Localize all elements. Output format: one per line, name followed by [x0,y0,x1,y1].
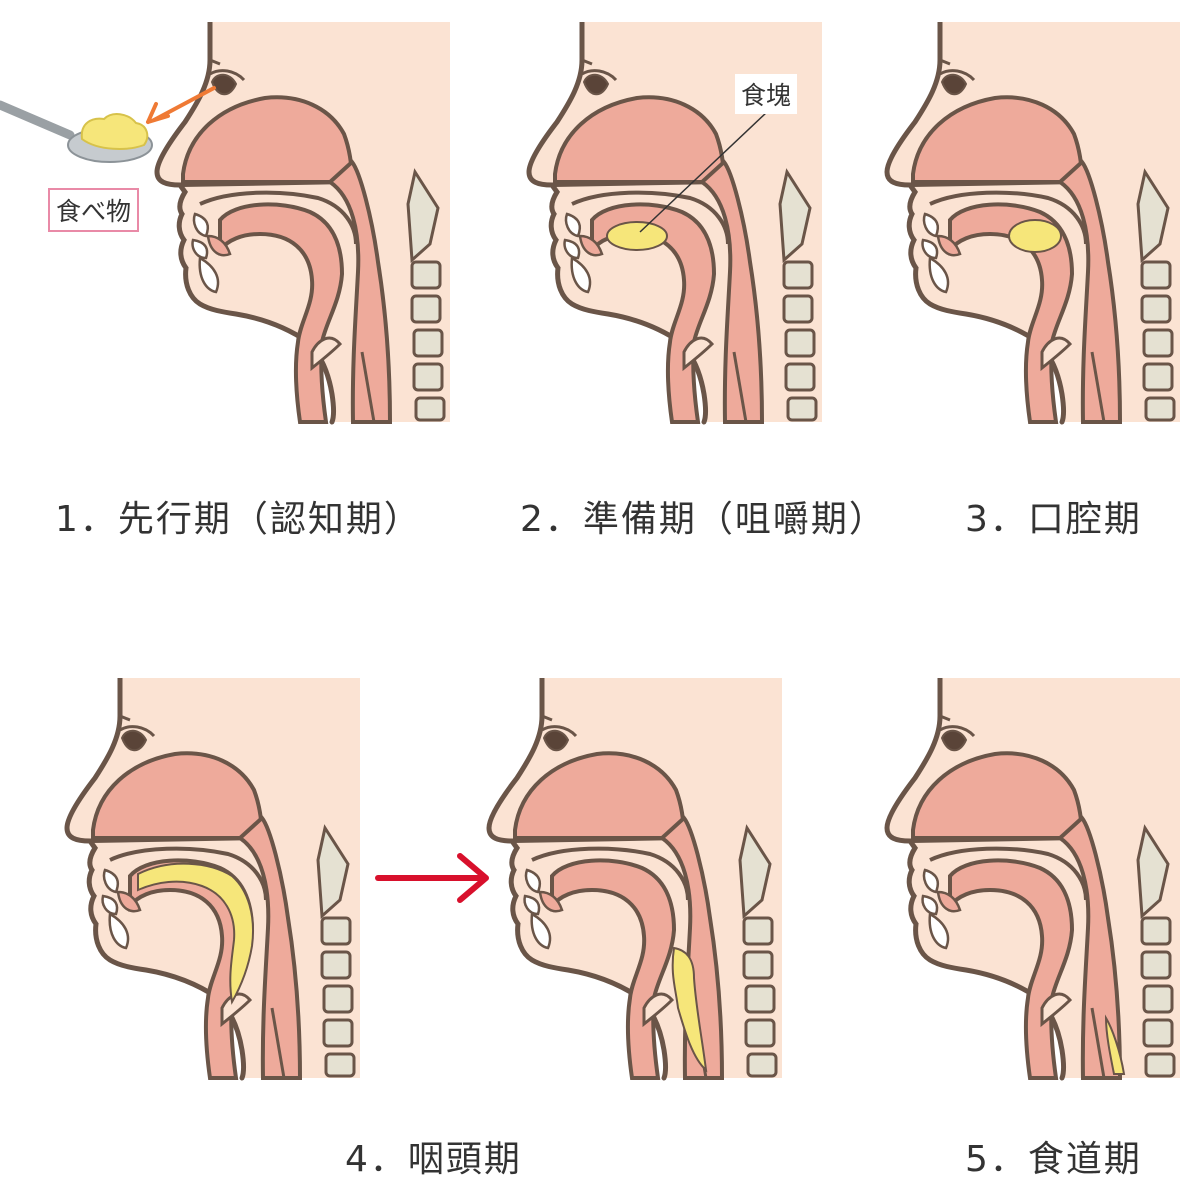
stage-4-caption: 4．咽頭期 [345,1130,522,1182]
arrow-left-icon [142,82,222,132]
stage-3-caption: 3．口腔期 [965,490,1142,542]
food-label: 食べ物 [48,188,139,232]
stage-3-illustration [790,22,1190,432]
stage-4-illustration [0,678,370,1088]
stage-1-caption: 1．先行期（認知期） [55,490,422,542]
bolus-label: 食塊 [735,74,797,114]
stage-5-illustration [790,678,1190,1088]
stage-2-caption: 2．準備期（咀嚼期） [520,490,887,542]
spoon-icon [0,95,160,170]
stage-4-continuation-illustration [392,678,792,1088]
stage-5-caption: 5．食道期 [965,1130,1142,1182]
